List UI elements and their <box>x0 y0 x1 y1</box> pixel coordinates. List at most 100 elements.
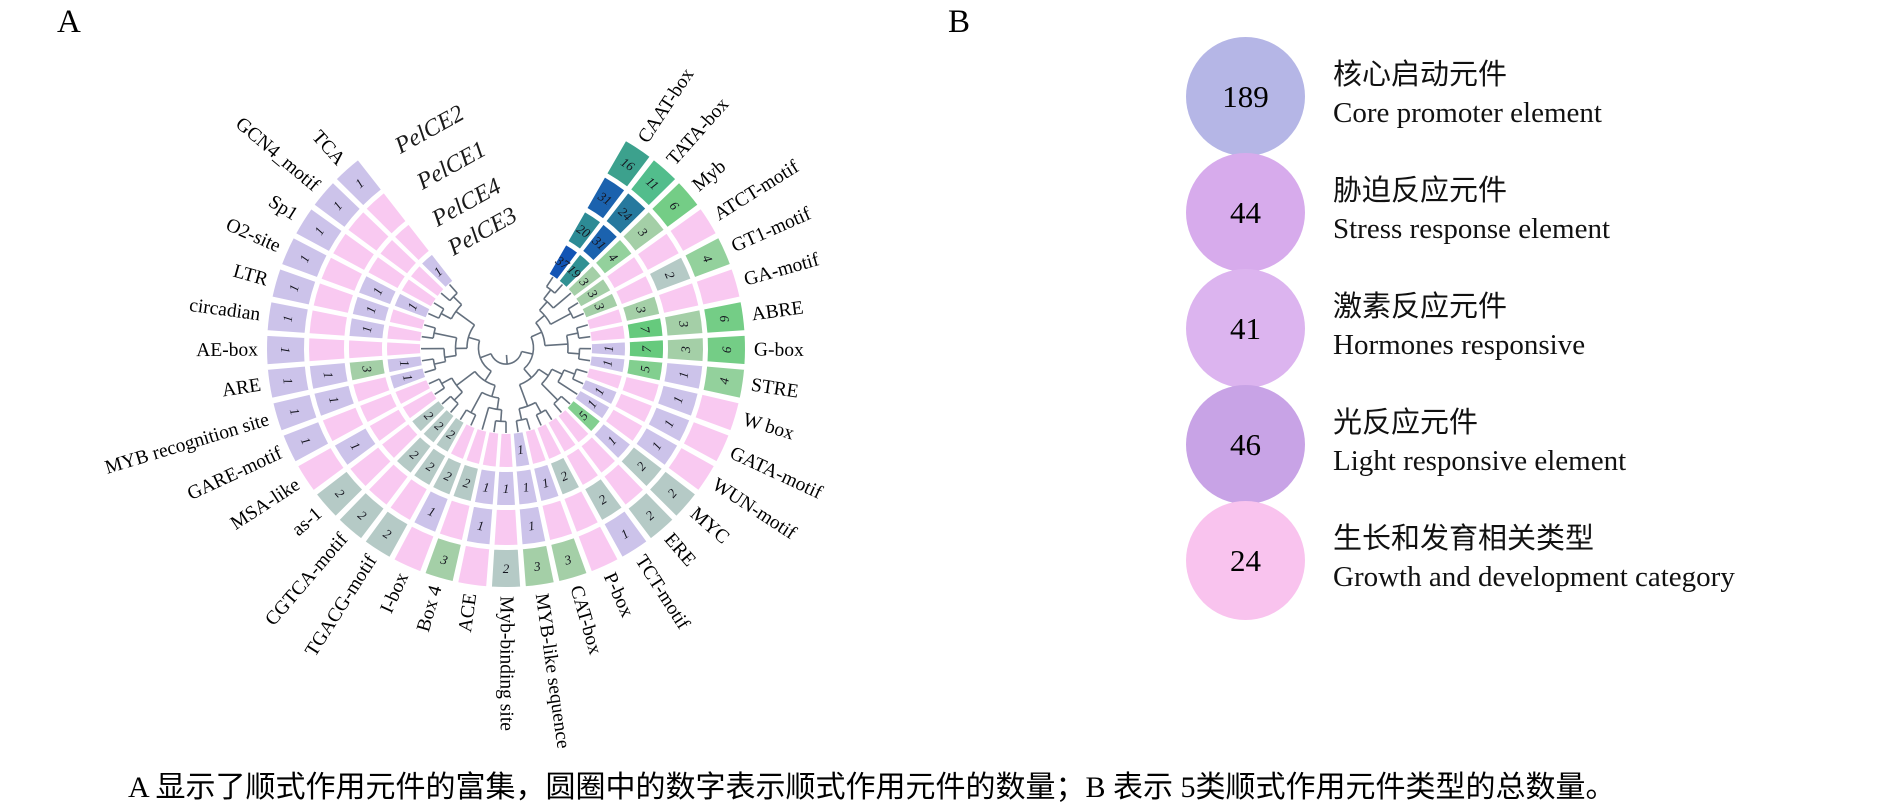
heatmap-cell <box>701 364 747 400</box>
heatmap-cell <box>265 299 311 335</box>
cell-value: 1 <box>676 371 692 380</box>
sector-label: MYB-like sequence <box>531 592 574 750</box>
heatmap-cell <box>350 294 392 324</box>
cell-value: 1 <box>601 345 616 352</box>
heatmap-cell <box>565 263 604 299</box>
count-bubble: 189 <box>1186 37 1305 156</box>
heatmap-cell <box>437 498 472 543</box>
heatmap-cell <box>494 469 518 508</box>
cell-value: 1 <box>400 372 416 383</box>
heatmap-cell <box>625 315 665 341</box>
cell-value: 1 <box>287 406 303 417</box>
heatmap-cell <box>295 445 347 493</box>
cell-value: 4 <box>716 376 732 385</box>
heatmap-cell <box>564 398 603 434</box>
heatmap-cell <box>627 338 666 361</box>
heatmap-cell <box>604 138 653 190</box>
cell-value: 7 <box>639 345 654 352</box>
count-bubble: 24 <box>1186 501 1305 620</box>
bubble-label-zh: 生长和发育相关类型 <box>1333 523 1595 555</box>
heatmap-cell <box>556 252 593 290</box>
heatmap-cell <box>472 467 498 507</box>
heatmap-cell <box>367 407 409 444</box>
heatmap-cell <box>392 222 432 263</box>
heatmap-cell <box>311 280 356 316</box>
count-bubble: 41 <box>1186 269 1305 388</box>
heatmap-cell <box>363 508 411 560</box>
cell-value: 1 <box>326 395 342 406</box>
sector-label: ABRE <box>750 298 804 326</box>
heatmap-cell <box>665 445 717 493</box>
heatmap-cell <box>625 357 665 383</box>
heatmap-cell <box>694 266 742 307</box>
heatmap-cell <box>582 476 625 523</box>
heatmap-cell <box>497 431 515 470</box>
heatmap-cell <box>293 206 345 254</box>
heatmap-cell <box>646 405 692 444</box>
heatmap-cell <box>573 276 613 309</box>
cell-value: 1 <box>286 283 302 293</box>
cell-value: 3 <box>633 304 650 316</box>
heatmap-cell <box>392 291 432 320</box>
heatmap-cell <box>531 462 562 504</box>
heatmap-cell <box>270 266 318 307</box>
bubble-label-zh: 核心启动元件 <box>1333 59 1508 91</box>
heatmap-cell <box>411 445 448 488</box>
heatmap-cell <box>385 323 424 344</box>
sector-label: Box 4 <box>413 583 446 634</box>
heatmap-cell <box>665 336 705 364</box>
bubble-count: 24 <box>1230 542 1261 578</box>
heatmap-cell <box>604 254 647 291</box>
heatmap-cell <box>584 174 627 221</box>
bubble-label-zh: 胁迫反应元件 <box>1333 175 1508 207</box>
heatmap-cell <box>656 280 701 316</box>
cell-value: 1 <box>280 377 296 386</box>
heatmap-cell <box>580 222 620 263</box>
cell-value: 1 <box>482 479 491 495</box>
cell-value: 31 <box>595 188 615 208</box>
heatmap-cell <box>620 209 667 254</box>
heatmap-cell <box>366 461 411 508</box>
sector-label: ERE <box>660 529 700 571</box>
bubble-label-zh: 激素反应元件 <box>1333 291 1508 323</box>
heatmap-cell <box>319 255 365 294</box>
heatmap-cell <box>548 535 589 584</box>
cell-value: 3 <box>678 346 693 354</box>
heatmap-cell <box>271 392 319 433</box>
heatmap-cell <box>587 354 627 375</box>
heatmap-cell <box>265 364 311 401</box>
heatmap-cell <box>662 308 705 338</box>
bubble-label-en: Growth and development category <box>1333 561 1735 593</box>
sector-label: ARE <box>221 375 263 402</box>
cell-value: 7 <box>637 325 653 334</box>
heatmap-cell <box>561 488 601 535</box>
heatmap-cell <box>314 469 365 519</box>
sector-label: GCN4_motif <box>231 113 324 196</box>
heatmap-cell <box>311 180 363 230</box>
heatmap-cell <box>387 306 428 332</box>
heatmap-cell <box>635 231 682 273</box>
heatmap-cell <box>647 255 693 294</box>
heatmap-cell <box>356 273 399 307</box>
heatmap-cell <box>350 374 392 405</box>
heatmap-cell <box>265 333 307 367</box>
cell-value: 2 <box>503 561 510 576</box>
heatmap-cell <box>578 434 618 476</box>
cell-value: 1 <box>516 442 525 458</box>
heatmap-cell <box>387 366 428 392</box>
heatmap-cell <box>564 445 601 488</box>
heatmap-cell <box>489 547 523 589</box>
heatmap-cell <box>580 291 620 320</box>
heatmap-cell <box>540 498 575 543</box>
heatmap-cell <box>511 430 532 469</box>
heatmap-cell <box>332 425 379 468</box>
heatmap-cell <box>334 157 384 208</box>
heatmap-cell <box>347 444 394 489</box>
sector-label: Myb <box>689 156 731 196</box>
heatmap-cell <box>420 407 457 446</box>
sector-label: P-box <box>599 570 637 621</box>
heatmap-cell <box>307 360 350 392</box>
